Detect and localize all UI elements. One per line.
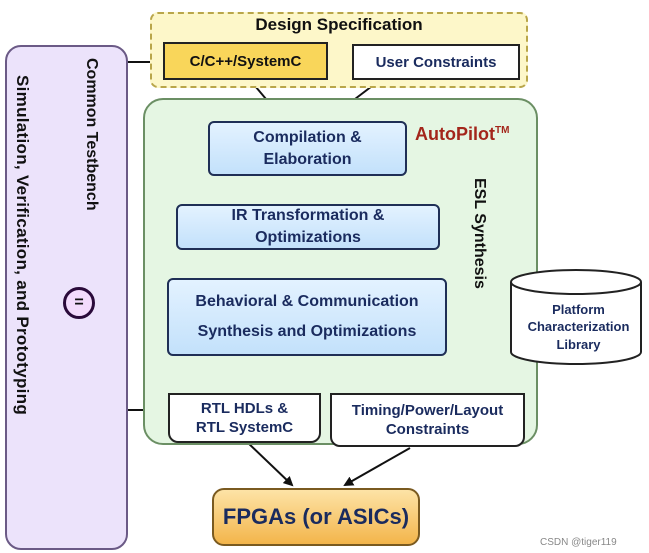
rtl-output-document: RTL HDLs &RTL SystemC: [168, 393, 321, 443]
watermark: CSDN @tiger119: [540, 537, 617, 548]
fpga-asic-target: FPGAs (or ASICs): [212, 488, 420, 546]
platform-library-label: Platform Characterization Library: [527, 301, 630, 352]
equality-compare-icon: =: [63, 287, 95, 319]
simulation-verification-label: Simulation, Verification, and Prototypin…: [13, 75, 32, 416]
user-constraints-input: User Constraints: [352, 44, 520, 80]
common-testbench-label: Common Testbench: [83, 58, 100, 211]
database-cylinder-icon: [510, 269, 642, 365]
autopilot-title: AutoPilotTM: [415, 124, 510, 144]
design-specification-title: Design Specification: [255, 15, 423, 34]
ccpp-systemc-input: C/C++/SystemC: [163, 42, 328, 80]
esl-synthesis-label: ESL Synthesis: [471, 178, 488, 289]
arrow-timing-to-fpga: [343, 447, 411, 486]
compilation-elaboration-step: Compilation &Elaboration: [208, 121, 407, 176]
arrow-rtl-to-fpga: [244, 439, 294, 487]
ir-transformation-step: IR Transformation &Optimizations: [176, 204, 440, 250]
